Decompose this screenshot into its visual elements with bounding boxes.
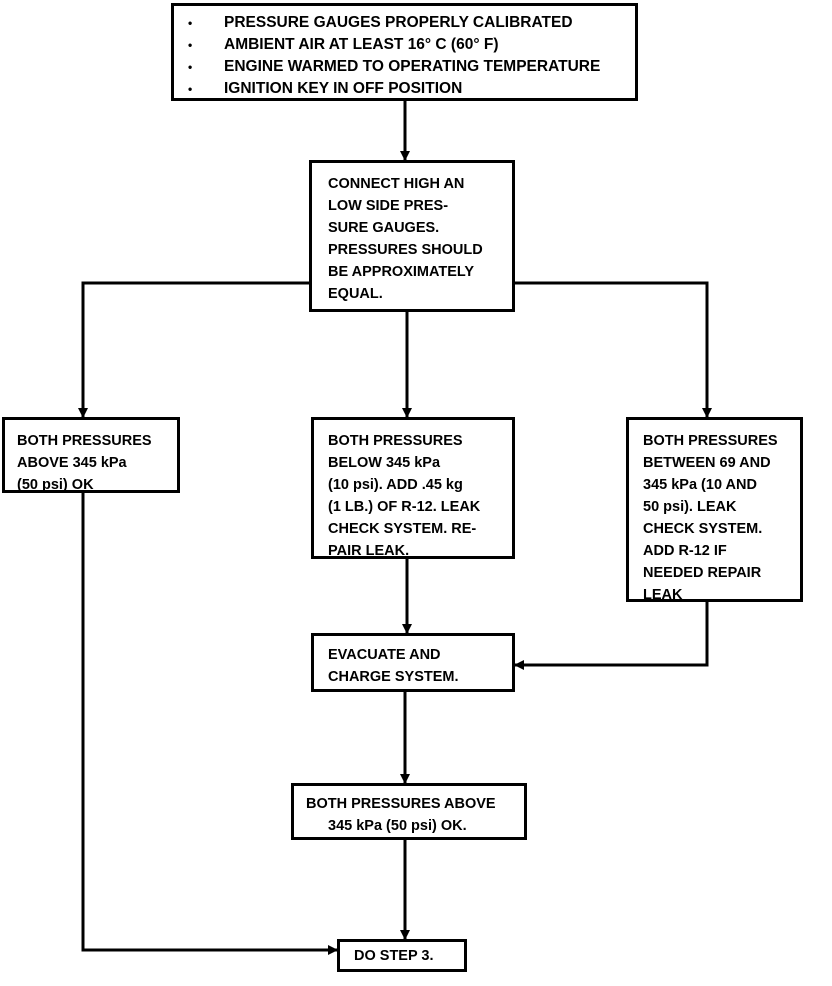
bullet-icon: • — [188, 38, 193, 52]
box-text-line: ABOVE 345 kPa — [17, 455, 127, 471]
connect-gauges-box: CONNECT HIGH AN LOW SIDE PRES- SURE GAUG… — [309, 160, 515, 312]
box-text-line: CHECK SYSTEM. RE- — [328, 521, 477, 537]
arrow-connect-to-left — [78, 281, 311, 418]
checklist-item: • AMBIENT AIR AT LEAST 16° C (60° F) — [184, 34, 635, 56]
checklist-item: • IGNITION KEY IN OFF POSITION — [184, 78, 635, 100]
pressures-between-box: BOTH PRESSURES BETWEEN 69 AND 345 kPa (1… — [626, 417, 803, 603]
bullet-icon: • — [188, 16, 193, 30]
box-text-line: BOTH PRESSURES — [17, 433, 152, 449]
box-text-line: BOTH PRESSURES ABOVE — [306, 796, 496, 812]
checklist-item: • ENGINE WARMED TO OPERATING TEMPERATURE — [184, 56, 635, 78]
box-text-line: LEAK — [643, 587, 683, 603]
checklist-item-text: IGNITION KEY IN OFF POSITION — [224, 80, 463, 97]
box-text-line: BOTH PRESSURES — [643, 433, 778, 449]
pressures-below-box: BOTH PRESSURES BELOW 345 kPa (10 psi). A… — [311, 417, 515, 559]
box-text-line: ADD R-12 IF — [643, 543, 727, 559]
arrow-right-to-evacuate — [514, 600, 709, 670]
box-text-line: CONNECT HIGH AN — [328, 176, 465, 192]
box-text-line: DO STEP 3. — [354, 948, 434, 964]
checklist-item: • PRESSURE GAUGES PROPERLY CALIBRATED — [184, 12, 635, 34]
box-text-line: LOW SIDE PRES- — [328, 198, 449, 214]
preconditions-box: • PRESSURE GAUGES PROPERLY CALIBRATED • AM… — [171, 3, 638, 101]
box-text-line: CHECK SYSTEM. — [643, 521, 763, 537]
checklist-item-text: AMBIENT AIR AT LEAST 16° C (60° F) — [224, 36, 499, 53]
box-text-line: CHARGE SYSTEM. — [328, 669, 459, 685]
do-step-3-box: DO STEP 3. — [337, 939, 467, 972]
arrow-connect-to-right — [513, 281, 712, 418]
box-text-line: PRESSURES SHOULD — [328, 242, 483, 258]
box-text-line: NEEDED REPAIR — [643, 565, 762, 581]
box-text-line: EVACUATE AND — [328, 647, 441, 663]
checklist-item-text: ENGINE WARMED TO OPERATING TEMPERATURE — [224, 58, 601, 75]
bullet-icon: • — [188, 82, 193, 96]
arrow-left-to-final — [81, 492, 338, 955]
box-text-line: PAIR LEAK. — [328, 543, 410, 559]
box-text-line: 345 kPa (50 psi) OK. — [328, 818, 467, 834]
box-text-line: 50 psi). LEAK — [643, 499, 737, 515]
box-text-line: SURE GAUGES. — [328, 220, 440, 236]
evacuate-charge-box: EVACUATE AND CHARGE SYSTEM. — [311, 633, 515, 692]
box-text-line: (50 psi) OK — [17, 477, 94, 493]
box-text-line: BOTH PRESSURES — [328, 433, 463, 449]
checklist-item-text: PRESSURE GAUGES PROPERLY CALIBRATED — [224, 14, 573, 31]
box-text-line: BE APPROXIMATELY — [328, 264, 475, 280]
pressures-above-box: BOTH PRESSURES ABOVE 345 kPa (50 psi) OK — [2, 417, 180, 493]
box-text-line: 345 kPa (10 AND — [643, 477, 757, 493]
box-text-line: (10 psi). ADD .45 kg — [328, 477, 463, 493]
pressures-ok-box: BOTH PRESSURES ABOVE 345 kPa (50 psi) OK… — [291, 783, 527, 840]
bullet-icon: • — [188, 60, 193, 74]
box-text-line: EQUAL. — [328, 286, 383, 302]
box-text-line: BETWEEN 69 AND — [643, 455, 771, 471]
box-text-line: BELOW 345 kPa — [328, 455, 441, 471]
box-text-line: (1 LB.) OF R-12. LEAK — [328, 499, 481, 515]
